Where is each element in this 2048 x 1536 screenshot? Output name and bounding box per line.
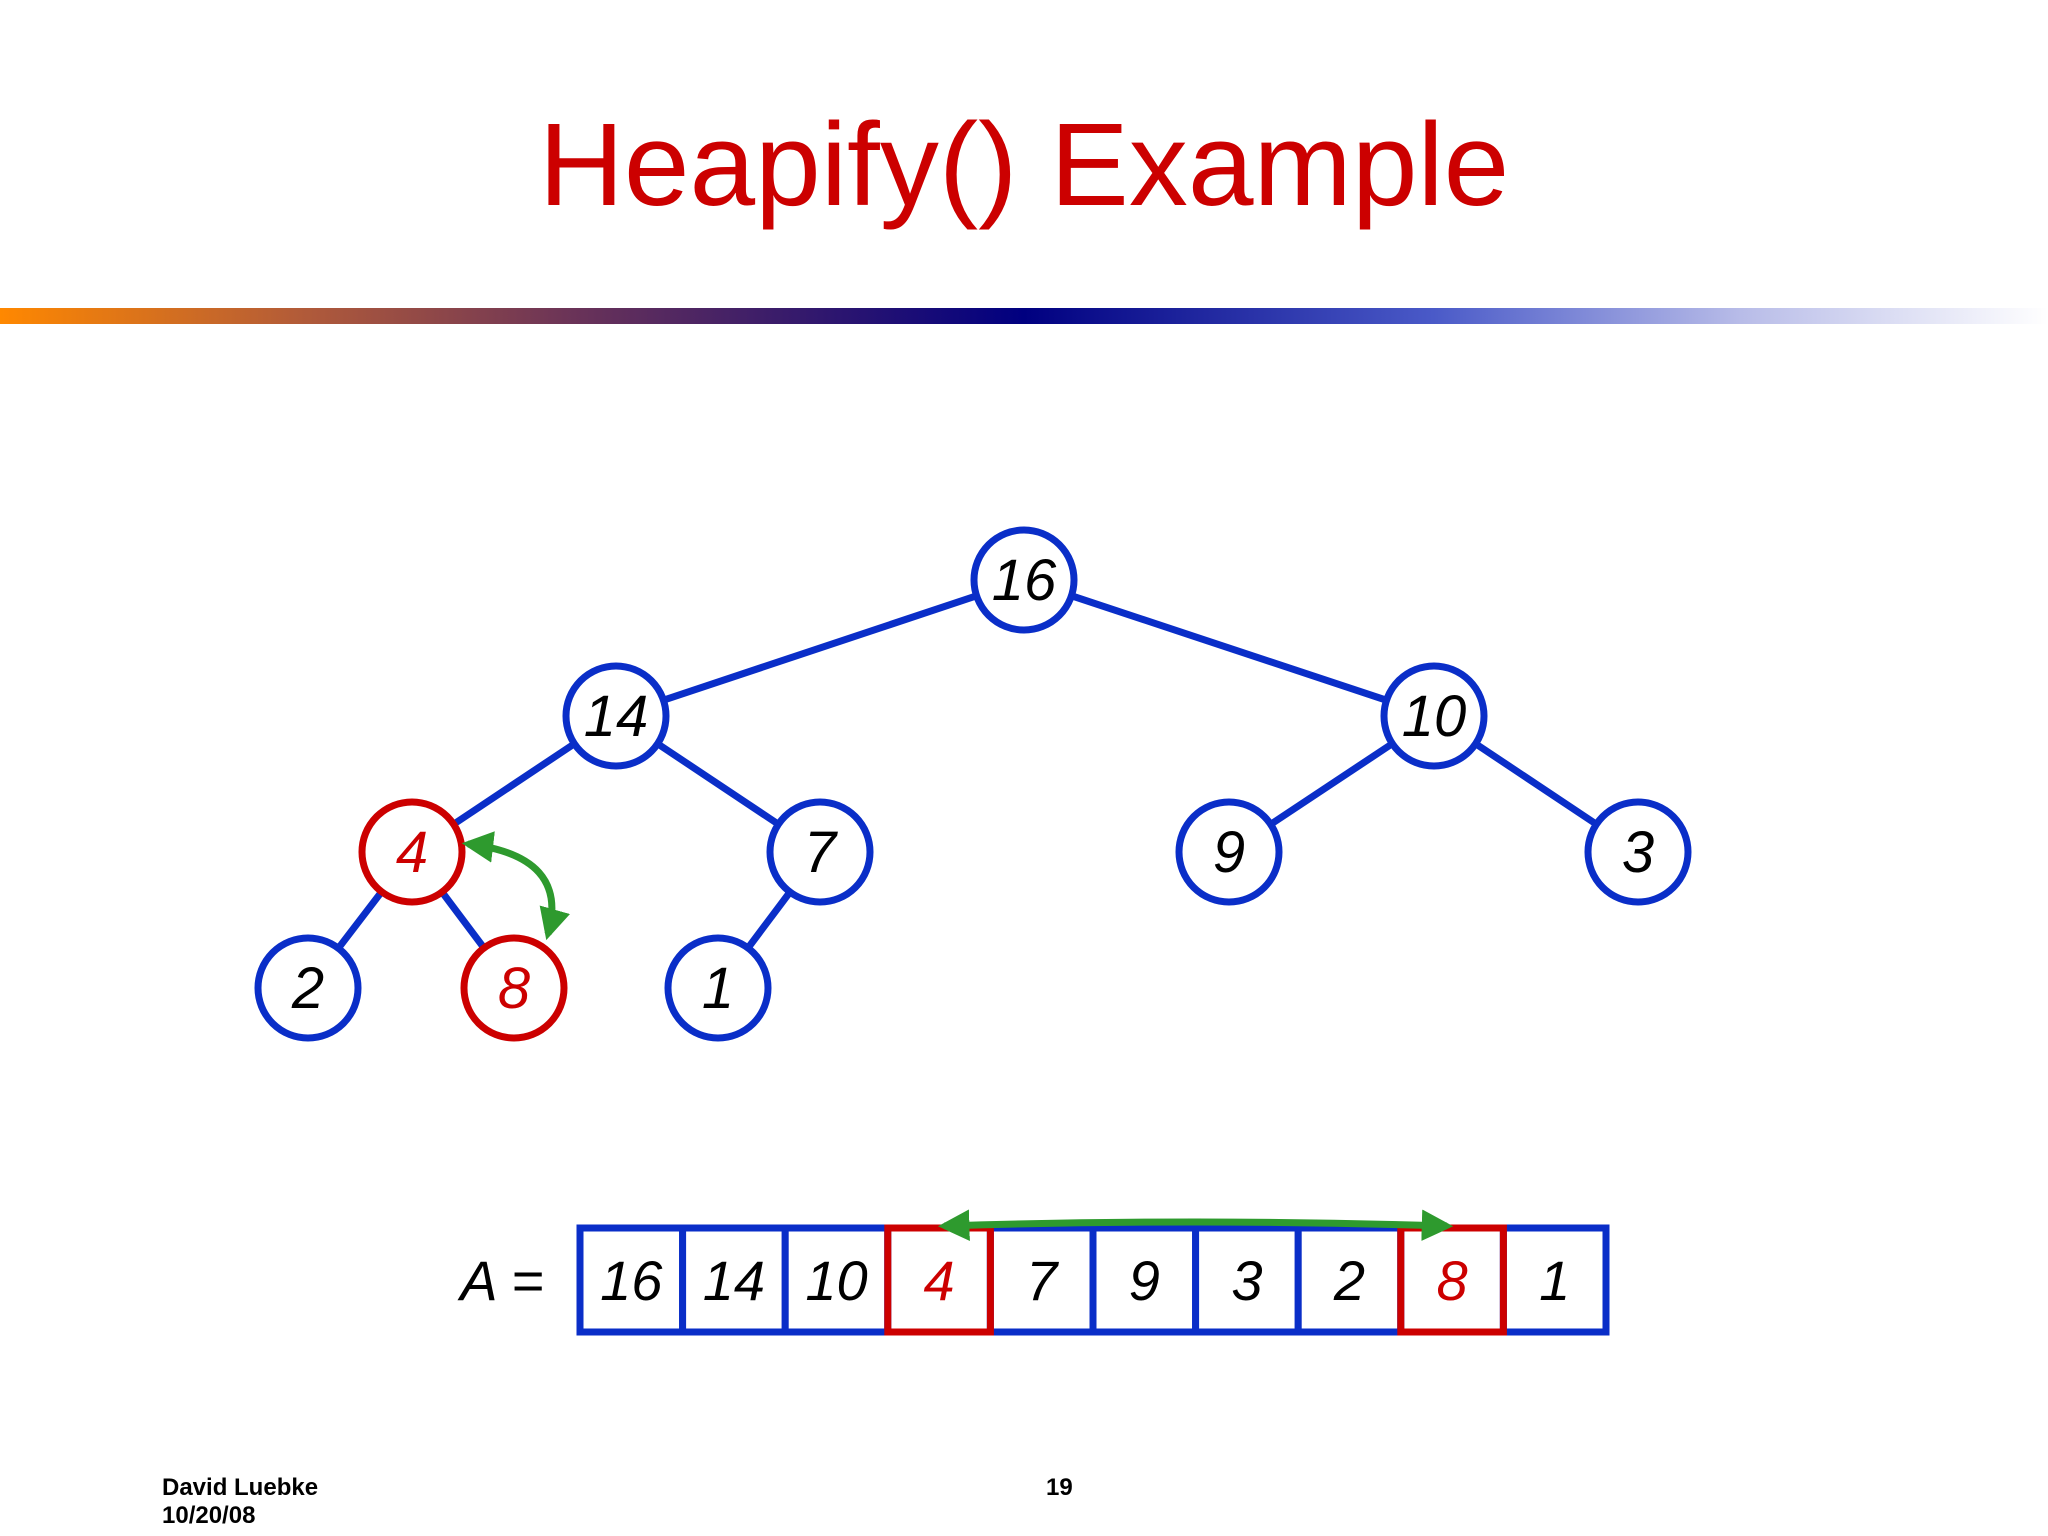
- tree-node-circle: [1380, 662, 1488, 770]
- tree-node: 3: [1584, 798, 1692, 906]
- tree-node-value: 14: [584, 684, 649, 749]
- tree-node-value: 2: [291, 956, 324, 1021]
- tree-edge: [655, 740, 781, 828]
- tree-node-circle: [664, 934, 772, 1042]
- tree-node: 8: [460, 934, 568, 1042]
- array-cell: 7: [986, 1224, 1097, 1336]
- array-cell-value: 2: [1333, 1249, 1365, 1312]
- array-cell: 8: [1397, 1224, 1507, 1336]
- tree-node-value: 10: [1402, 684, 1467, 749]
- array-cell-value: 8: [1437, 1249, 1468, 1312]
- tree-edge: [745, 889, 793, 951]
- tree-node: 9: [1175, 798, 1283, 906]
- heap-array: 16 14 10 4 7 9 3 2 8 1: [576, 1224, 1610, 1336]
- tree-node-value: 9: [1213, 820, 1245, 885]
- tree-node: 1: [664, 934, 772, 1042]
- tree-node-value: 3: [1622, 820, 1654, 885]
- tree-edge: [439, 889, 487, 951]
- array-cell: 2: [1294, 1224, 1405, 1336]
- array-cell: 9: [1089, 1224, 1200, 1336]
- tree-node: 16: [970, 526, 1078, 634]
- tree-node-value: 4: [396, 820, 428, 885]
- tree-node-circle: [254, 934, 362, 1042]
- tree-node-value: 8: [498, 956, 530, 1021]
- slide-title: Heapify() Example: [538, 99, 1510, 231]
- array-cell-value: 4: [924, 1249, 955, 1312]
- tree-edge: [335, 889, 385, 951]
- tree-nodes: 16 14 10 4 7 9 3 2 8 1: [254, 526, 1692, 1042]
- tree-node-circle: [970, 526, 1078, 634]
- tree-node: 4: [358, 798, 466, 906]
- tree-node-circle: [766, 798, 874, 906]
- tree-node: 14: [562, 662, 670, 770]
- array-cell-value: 1: [1539, 1249, 1570, 1312]
- tree-node-value: 1: [702, 956, 734, 1021]
- array-cell-value: 10: [805, 1249, 867, 1312]
- tree-swap-arrow: [461, 831, 570, 941]
- tree-node-circle: [562, 662, 670, 770]
- tree-node: 10: [1380, 662, 1488, 770]
- array-cell-box: [576, 1224, 687, 1336]
- tree-node-value: 7: [804, 820, 839, 885]
- array-cell: 10: [781, 1224, 892, 1336]
- title-divider: [0, 308, 2048, 324]
- array-label: A =: [457, 1249, 544, 1312]
- array-cell: 3: [1192, 1224, 1302, 1336]
- array-cell-value: 3: [1231, 1249, 1262, 1312]
- footer-date: 10/20/08: [162, 1502, 256, 1529]
- tree-edge: [662, 592, 978, 704]
- array-swap-arrow: [937, 1209, 1454, 1241]
- tree-edge: [1268, 740, 1395, 828]
- array-cell: 4: [884, 1224, 994, 1336]
- array-cell: 16: [576, 1224, 687, 1336]
- array-cell-box: [679, 1224, 789, 1336]
- tree-node-circle: [1584, 798, 1692, 906]
- array-cell-value: 7: [1026, 1249, 1059, 1312]
- tree-node-value: 16: [992, 548, 1057, 613]
- footer-author: David Luebke: [162, 1474, 319, 1501]
- array-cell-value: 9: [1129, 1249, 1160, 1312]
- array-cell: 14: [679, 1224, 789, 1336]
- array-cell-value: 14: [703, 1249, 765, 1312]
- tree-edge: [1070, 592, 1388, 704]
- tree-edge: [1473, 740, 1599, 828]
- footer-credits: David Luebke 10/20/08: [162, 1474, 318, 1530]
- tree-node: 2: [254, 934, 362, 1042]
- tree-node: 7: [766, 798, 874, 906]
- array-cell: 1: [1499, 1224, 1610, 1336]
- page-number: 19: [1046, 1474, 1073, 1501]
- tree-edge: [451, 740, 577, 828]
- tree-edges: [335, 592, 1599, 951]
- tree-node-circle: [1175, 798, 1283, 906]
- array-cell-value: 16: [600, 1249, 663, 1312]
